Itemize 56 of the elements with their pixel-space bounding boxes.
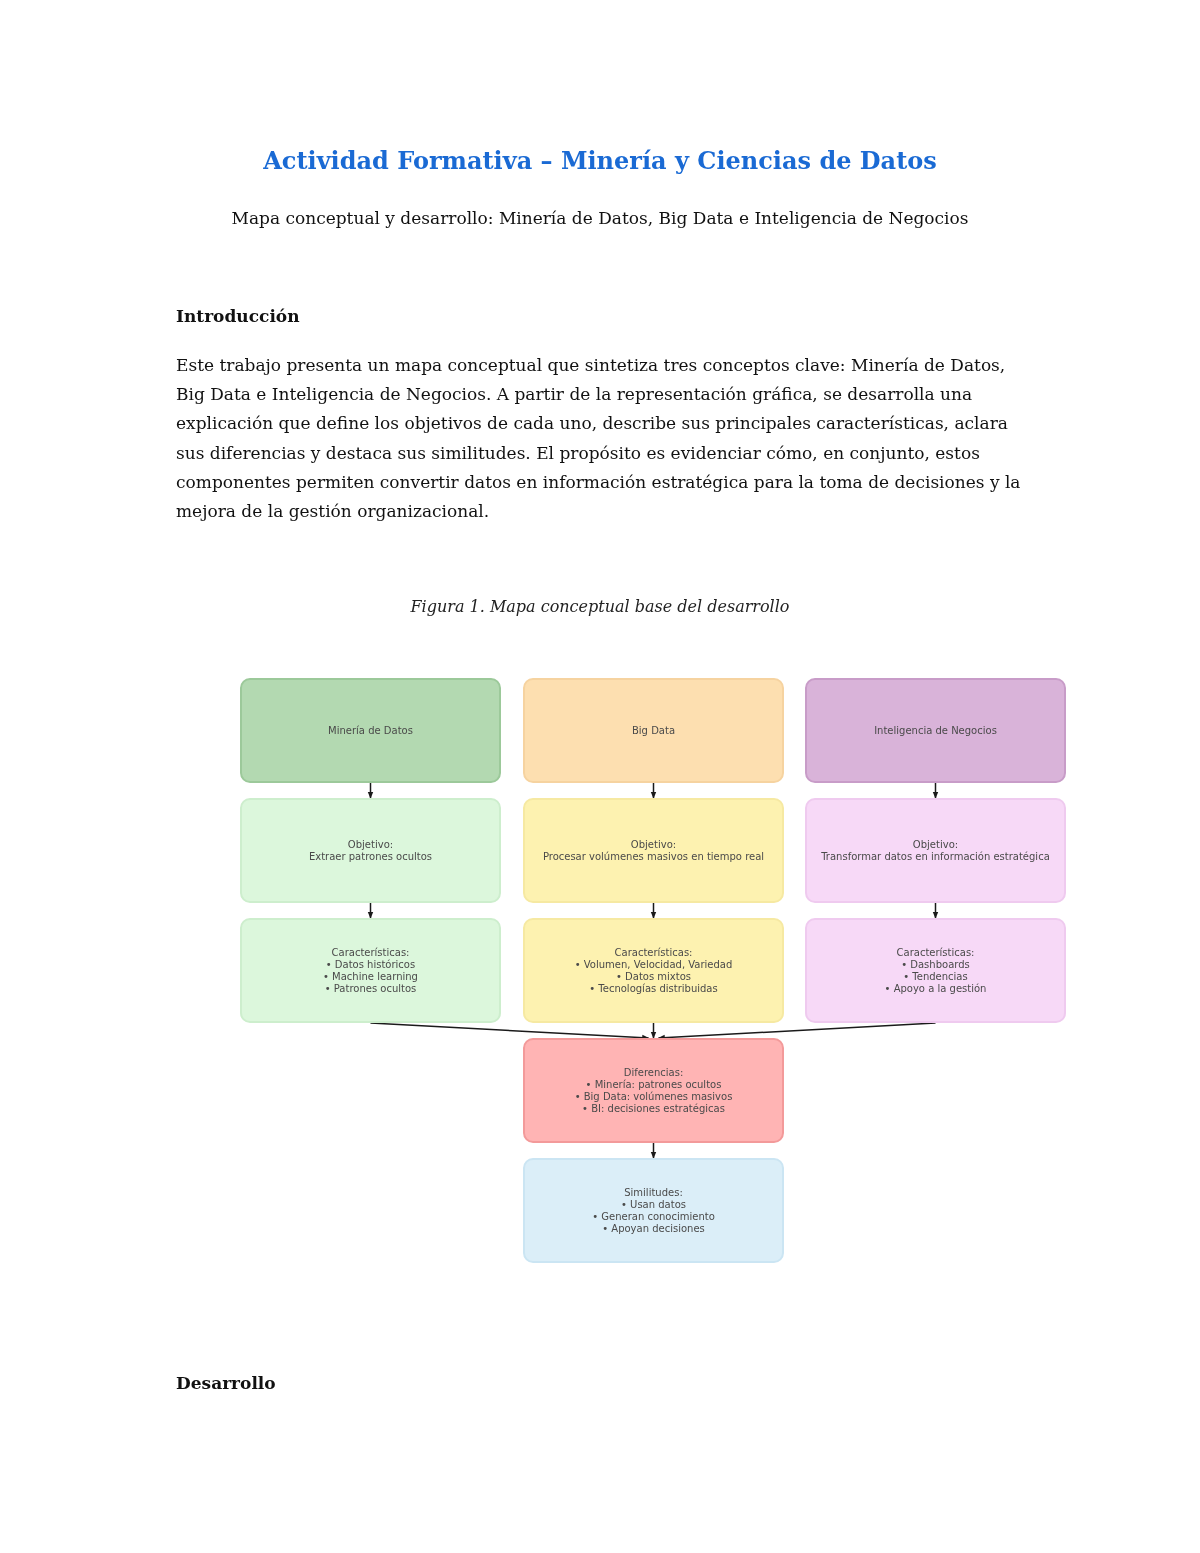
box-heading: Características: xyxy=(331,946,410,959)
arrow xyxy=(650,1022,657,1039)
bullet-item: • Usan datos xyxy=(621,1198,686,1211)
box-heading: Diferencias: xyxy=(623,1066,684,1079)
arrow xyxy=(650,1142,657,1159)
bullet-item: • Tecnologías distribuidas xyxy=(589,982,718,995)
bullet-item: • Datos mixtos xyxy=(616,970,691,983)
box-text: Procesar volúmenes masivos en tiempo real xyxy=(542,850,765,863)
arrow xyxy=(932,782,939,799)
arrow xyxy=(367,902,374,919)
box-text: Big Data xyxy=(631,724,675,737)
bullet-item: • Volumen, Velocidad, Variedad xyxy=(574,958,733,971)
arrow xyxy=(650,902,657,919)
box-text: Minería de Datos xyxy=(328,724,413,737)
box-heading: Objetivo: xyxy=(630,838,677,851)
arrow xyxy=(657,1022,937,1041)
box-heading: Objetivo: xyxy=(912,838,959,851)
concept-box xyxy=(805,798,1066,903)
concept-header-box xyxy=(523,678,784,783)
arrow xyxy=(932,902,939,919)
concept-box xyxy=(523,1158,784,1263)
concept-box xyxy=(523,798,784,903)
box-heading: Objetivo: xyxy=(347,838,394,851)
concept-box xyxy=(240,918,501,1023)
intro-paragraph: Este trabajo presenta un mapa conceptual que sintetiza tres conceptos clave: Minería de Datos, Big Data e Inteligencia de Negocios. A partir de la representación gráfica, se desarrolla una explicación que define los objetivos de cada uno, describe sus principales características, aclara sus diferencias y destaca sus similitudes. El propósito es evidenciar cómo, en conjunto, estos componentes permiten convertir datos en información estratégica para la toma de decisiones y la mejora de la gestión organizacional. xyxy=(176,354,1022,523)
concept-box xyxy=(240,798,501,903)
concept-box xyxy=(523,918,784,1023)
bullet-item: • BI: decisiones estratégicas xyxy=(582,1102,725,1115)
concept-header-box xyxy=(240,678,501,783)
box-text: Extraer patrones ocultos xyxy=(308,850,433,863)
bullet-item: • Patrones ocultos xyxy=(324,982,417,995)
box-heading: Características: xyxy=(614,946,693,959)
section-heading: Desarrollo xyxy=(176,1372,276,1395)
arrow xyxy=(367,782,374,799)
section-heading: Introducción xyxy=(176,305,300,328)
bullet-item: • Apoyo a la gestión xyxy=(884,982,987,995)
bullet-item: • Minería: patrones ocultos xyxy=(585,1078,722,1091)
page-title: Actividad Formativa – Minería y Ciencias de Datos xyxy=(262,145,938,177)
arrow xyxy=(369,1022,650,1041)
bullet-item: • Dashboards xyxy=(901,958,970,971)
subtitle: Mapa conceptual y desarrollo: Minería de Datos, Big Data e Inteligencia de Negocios xyxy=(230,207,970,230)
box-text: Inteligencia de Negocios xyxy=(874,724,997,737)
bullet-item: • Apoyan decisiones xyxy=(602,1222,705,1235)
concept-header-box xyxy=(805,678,1066,783)
box-heading: Similitudes: xyxy=(624,1186,683,1199)
bullet-item: • Datos históricos xyxy=(325,958,416,971)
box-text: Transformar datos en información estratégica xyxy=(821,850,1050,863)
bullet-item: • Machine learning xyxy=(323,970,418,983)
figure-caption: Figura 1. Mapa conceptual base del desarrollo xyxy=(409,596,791,618)
bullet-item: • Big Data: volúmenes masivos xyxy=(574,1090,733,1103)
bullet-item: • Generan conocimiento xyxy=(592,1210,715,1223)
bullet-item: • Tendencias xyxy=(903,970,968,983)
box-heading: Características: xyxy=(896,946,975,959)
arrow xyxy=(650,782,657,799)
concept-box xyxy=(523,1038,784,1143)
concept-box xyxy=(805,918,1066,1023)
